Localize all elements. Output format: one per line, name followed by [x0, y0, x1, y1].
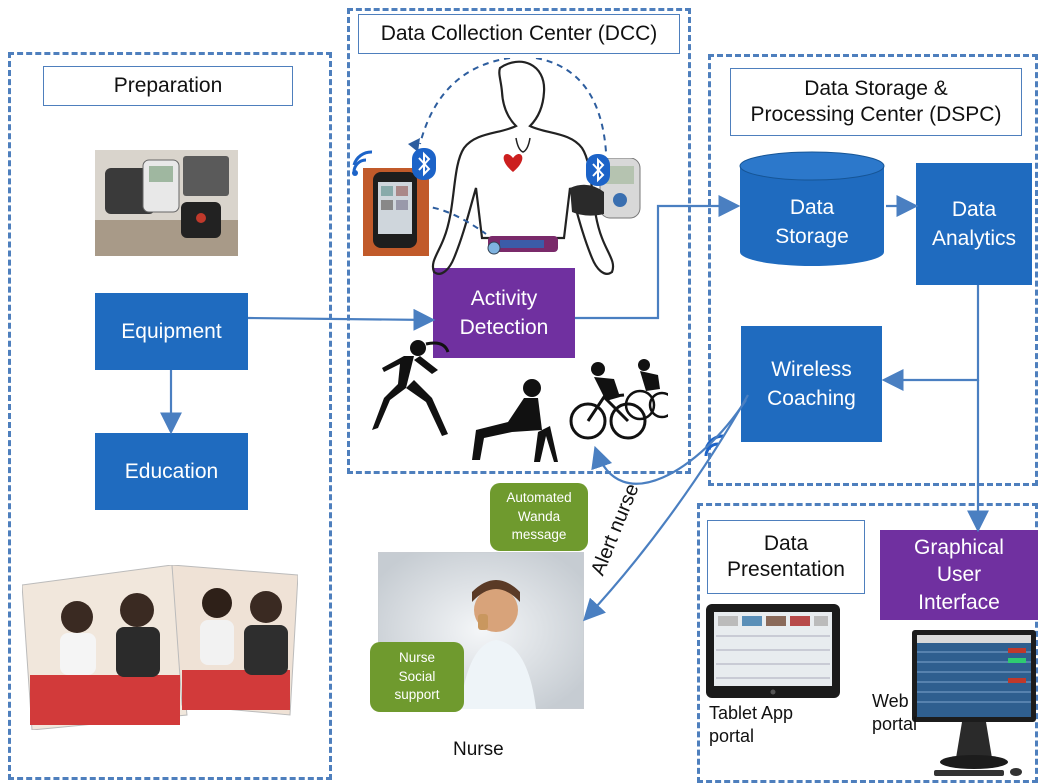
equipment-label: Equipment	[121, 319, 222, 343]
tablet-caption-line2: portal	[709, 725, 755, 746]
alert-nurse-label: Alert nurse	[586, 480, 644, 579]
cyclists-silhouette	[569, 359, 668, 440]
nurse-support-callout: Nurse Social support	[370, 642, 464, 712]
web-portal-monitor	[912, 630, 1036, 776]
wifi-signal-icon	[704, 434, 725, 457]
dspc-title-line2: Processing Center (DSPC)	[750, 103, 1002, 126]
wifi-signal-icon	[352, 150, 373, 176]
dcc-title: Data Collection Center (DCC)	[358, 14, 680, 54]
tablet-caption: Tablet App portal	[709, 702, 793, 747]
tablet-app-screenshot	[706, 604, 840, 698]
data-analytics-line2: Analytics	[931, 227, 1017, 250]
bluetooth-icon	[412, 148, 436, 180]
gui-box: Graphical User Interface	[880, 530, 1038, 620]
education-box: Education	[95, 433, 248, 510]
activity-detection-box: Activity Detection	[433, 268, 575, 358]
bluetooth-icon	[586, 154, 610, 186]
gui-line3: Interface	[918, 590, 1000, 614]
human-body-illustration	[408, 58, 615, 275]
nurse-education-photo	[22, 565, 298, 730]
dspc-title: Data Storage & Processing Center (DSPC)	[730, 68, 1022, 136]
nurse-caption: Nurse	[453, 739, 504, 760]
activity-detection-line1: Activity	[470, 286, 538, 310]
wireless-coaching-line1: Wireless	[771, 357, 852, 381]
web-caption-line1: Web	[872, 691, 909, 711]
gui-line2: User	[936, 563, 982, 587]
gui-line1: Graphical	[914, 536, 1004, 560]
automated-message-callout: Automated Wanda message	[490, 483, 588, 551]
education-label: Education	[124, 459, 219, 483]
equipment-box: Equipment	[95, 293, 248, 370]
activity-detection-line2: Detection	[459, 316, 549, 339]
nurse-support-line2: Social	[398, 668, 436, 684]
automated-message-line3: message	[511, 527, 567, 543]
presentation-title-line1: Data	[763, 531, 809, 555]
automated-message-line1: Automated	[506, 489, 572, 505]
data-storage-cylinder	[739, 151, 885, 266]
nurse-support-line3: support	[394, 687, 440, 703]
presentation-panel	[697, 503, 1038, 783]
data-analytics-box: Data Analytics	[916, 163, 1032, 285]
preparation-title: Preparation	[43, 66, 293, 106]
preparation-panel	[8, 52, 332, 780]
equipment-photo	[95, 150, 238, 256]
nurse-support-line1: Nurse	[398, 649, 435, 665]
data-analytics-line1: Data	[951, 197, 997, 221]
web-caption-line2: portal	[872, 713, 918, 734]
runner-silhouette	[372, 340, 450, 436]
web-caption: Web portal	[872, 690, 917, 735]
smartphone-device	[363, 168, 429, 256]
presentation-title-line2: Presentation	[727, 558, 845, 581]
tablet-caption-line1: Tablet App	[709, 703, 794, 723]
presentation-title: Data Presentation	[707, 520, 865, 594]
dspc-title-line1: Data Storage &	[804, 76, 948, 100]
wireless-coaching-line2: Coaching	[767, 387, 856, 410]
data-storage-label: Data Storage	[738, 182, 886, 262]
wireless-coaching-box: Wireless Coaching	[741, 326, 882, 442]
preparation-title-text: Preparation	[113, 73, 223, 97]
sitting-person-silhouette	[472, 379, 558, 462]
dcc-title-text: Data Collection Center (DCC)	[380, 21, 658, 45]
automated-message-line2: Wanda	[517, 508, 561, 524]
data-storage-line2: Storage	[775, 225, 849, 248]
data-storage-line1: Data	[789, 195, 835, 219]
